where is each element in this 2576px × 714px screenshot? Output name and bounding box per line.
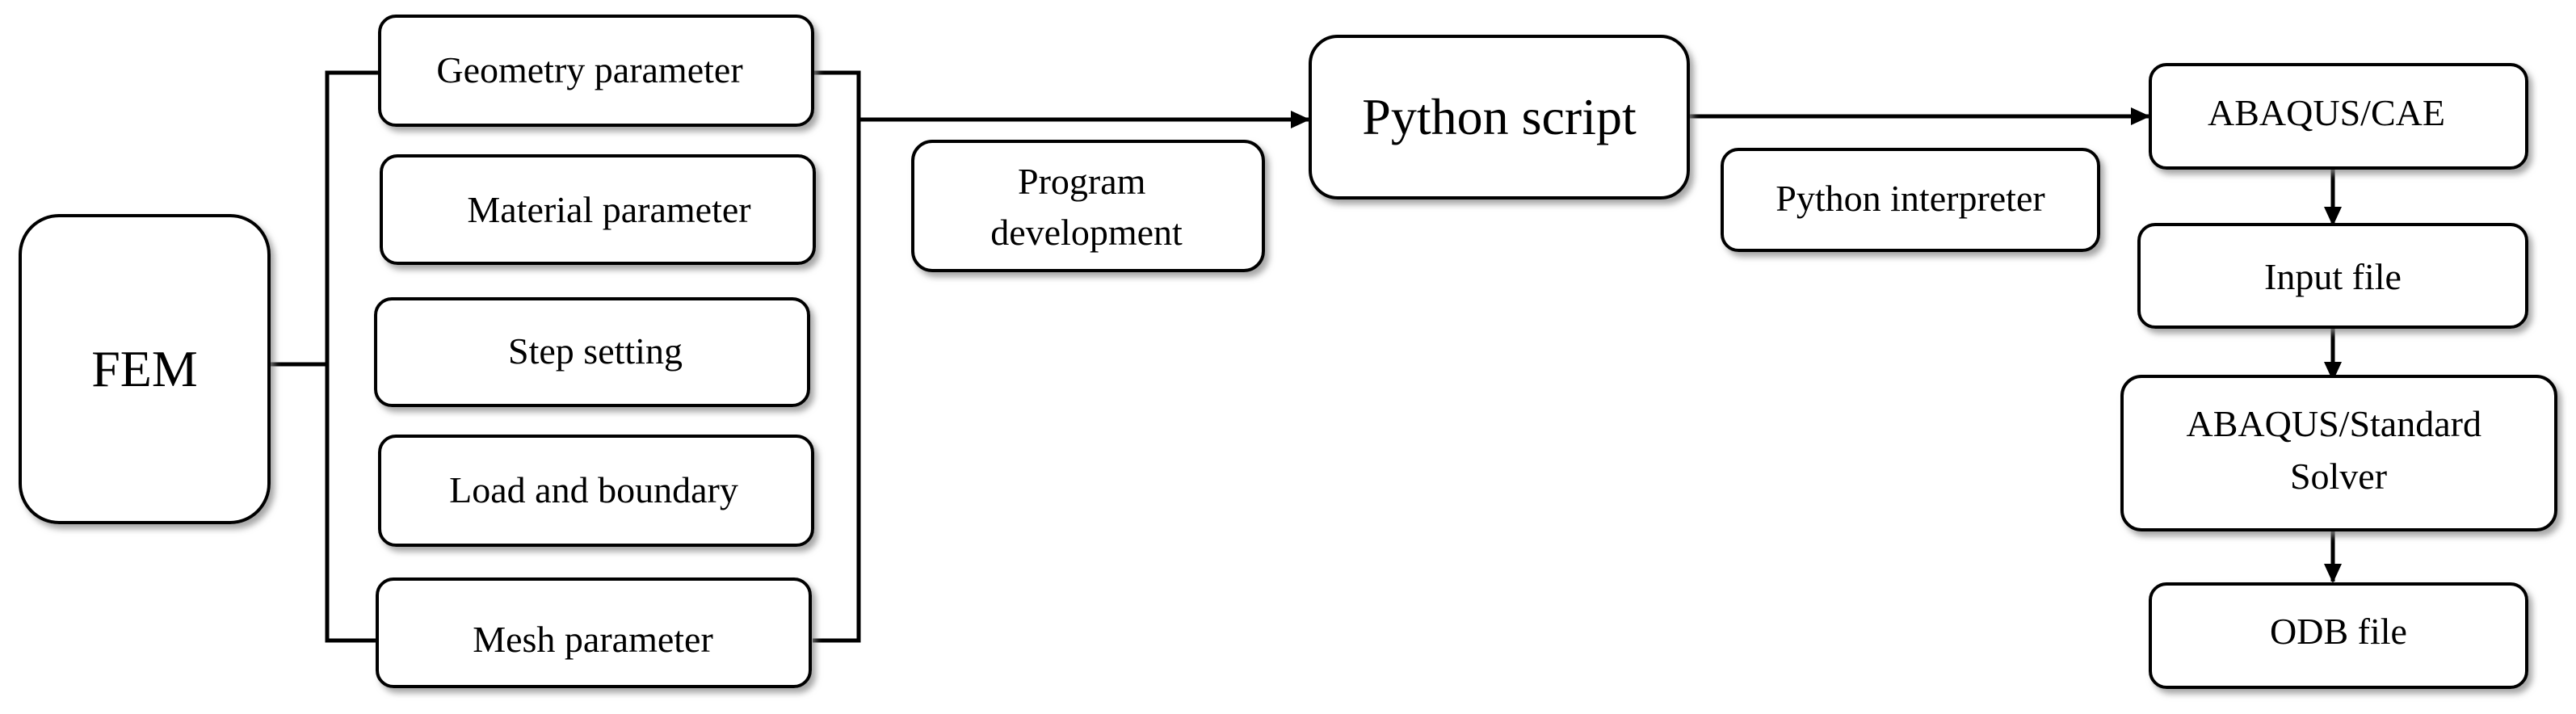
step-setting-label: Step setting bbox=[508, 330, 683, 372]
python-script-node: Python script bbox=[1309, 35, 1690, 200]
program-development-line-1: Program bbox=[1018, 161, 1146, 202]
abaqus-standard-line-2: Solver bbox=[2290, 456, 2387, 497]
python-interpreter-node: Python interpreter bbox=[1721, 148, 2100, 252]
odb-file-node: ODB file bbox=[2149, 582, 2528, 689]
material-parameter-label: Material parameter bbox=[467, 189, 750, 230]
program-development-line-2: development bbox=[990, 212, 1183, 253]
load-and-boundary-label: Load and boundary bbox=[449, 469, 738, 510]
abaqus-cae-label: ABAQUS/CAE bbox=[2208, 92, 2445, 133]
abaqus-standard-node: ABAQUS/Standard Solver bbox=[2120, 375, 2557, 531]
mesh-parameter-node: Mesh parameter bbox=[376, 578, 812, 688]
left-bracket bbox=[325, 70, 378, 643]
abaqus-cae-node: ABAQUS/CAE bbox=[2149, 63, 2528, 170]
fem-node: FEM bbox=[19, 214, 271, 524]
program-development-label: Program development bbox=[990, 161, 1183, 253]
odb-file-label: ODB file bbox=[2270, 611, 2407, 652]
abaqus-standard-label: ABAQUS/Standard Solver bbox=[2187, 403, 2491, 497]
python-interpreter-label: Python interpreter bbox=[1775, 178, 2044, 219]
fem-label: FEM bbox=[91, 340, 198, 397]
python-script-label: Python script bbox=[1362, 88, 1637, 145]
geometry-parameter-node: Geometry parameter bbox=[378, 15, 814, 127]
right-bracket bbox=[813, 70, 861, 643]
abaqus-standard-line-1: ABAQUS/Standard bbox=[2187, 403, 2481, 444]
mesh-parameter-label: Mesh parameter bbox=[473, 619, 713, 660]
material-parameter-node: Material parameter bbox=[380, 154, 816, 265]
step-setting-node: Step setting bbox=[374, 297, 810, 407]
program-development-node: Program development bbox=[911, 140, 1265, 272]
input-file-label: Input file bbox=[2264, 256, 2402, 297]
geometry-parameter-label: Geometry parameter bbox=[436, 49, 742, 90]
connectors bbox=[269, 70, 2342, 643]
load-and-boundary-node: Load and boundary bbox=[378, 435, 814, 547]
input-file-node: Input file bbox=[2137, 223, 2528, 329]
